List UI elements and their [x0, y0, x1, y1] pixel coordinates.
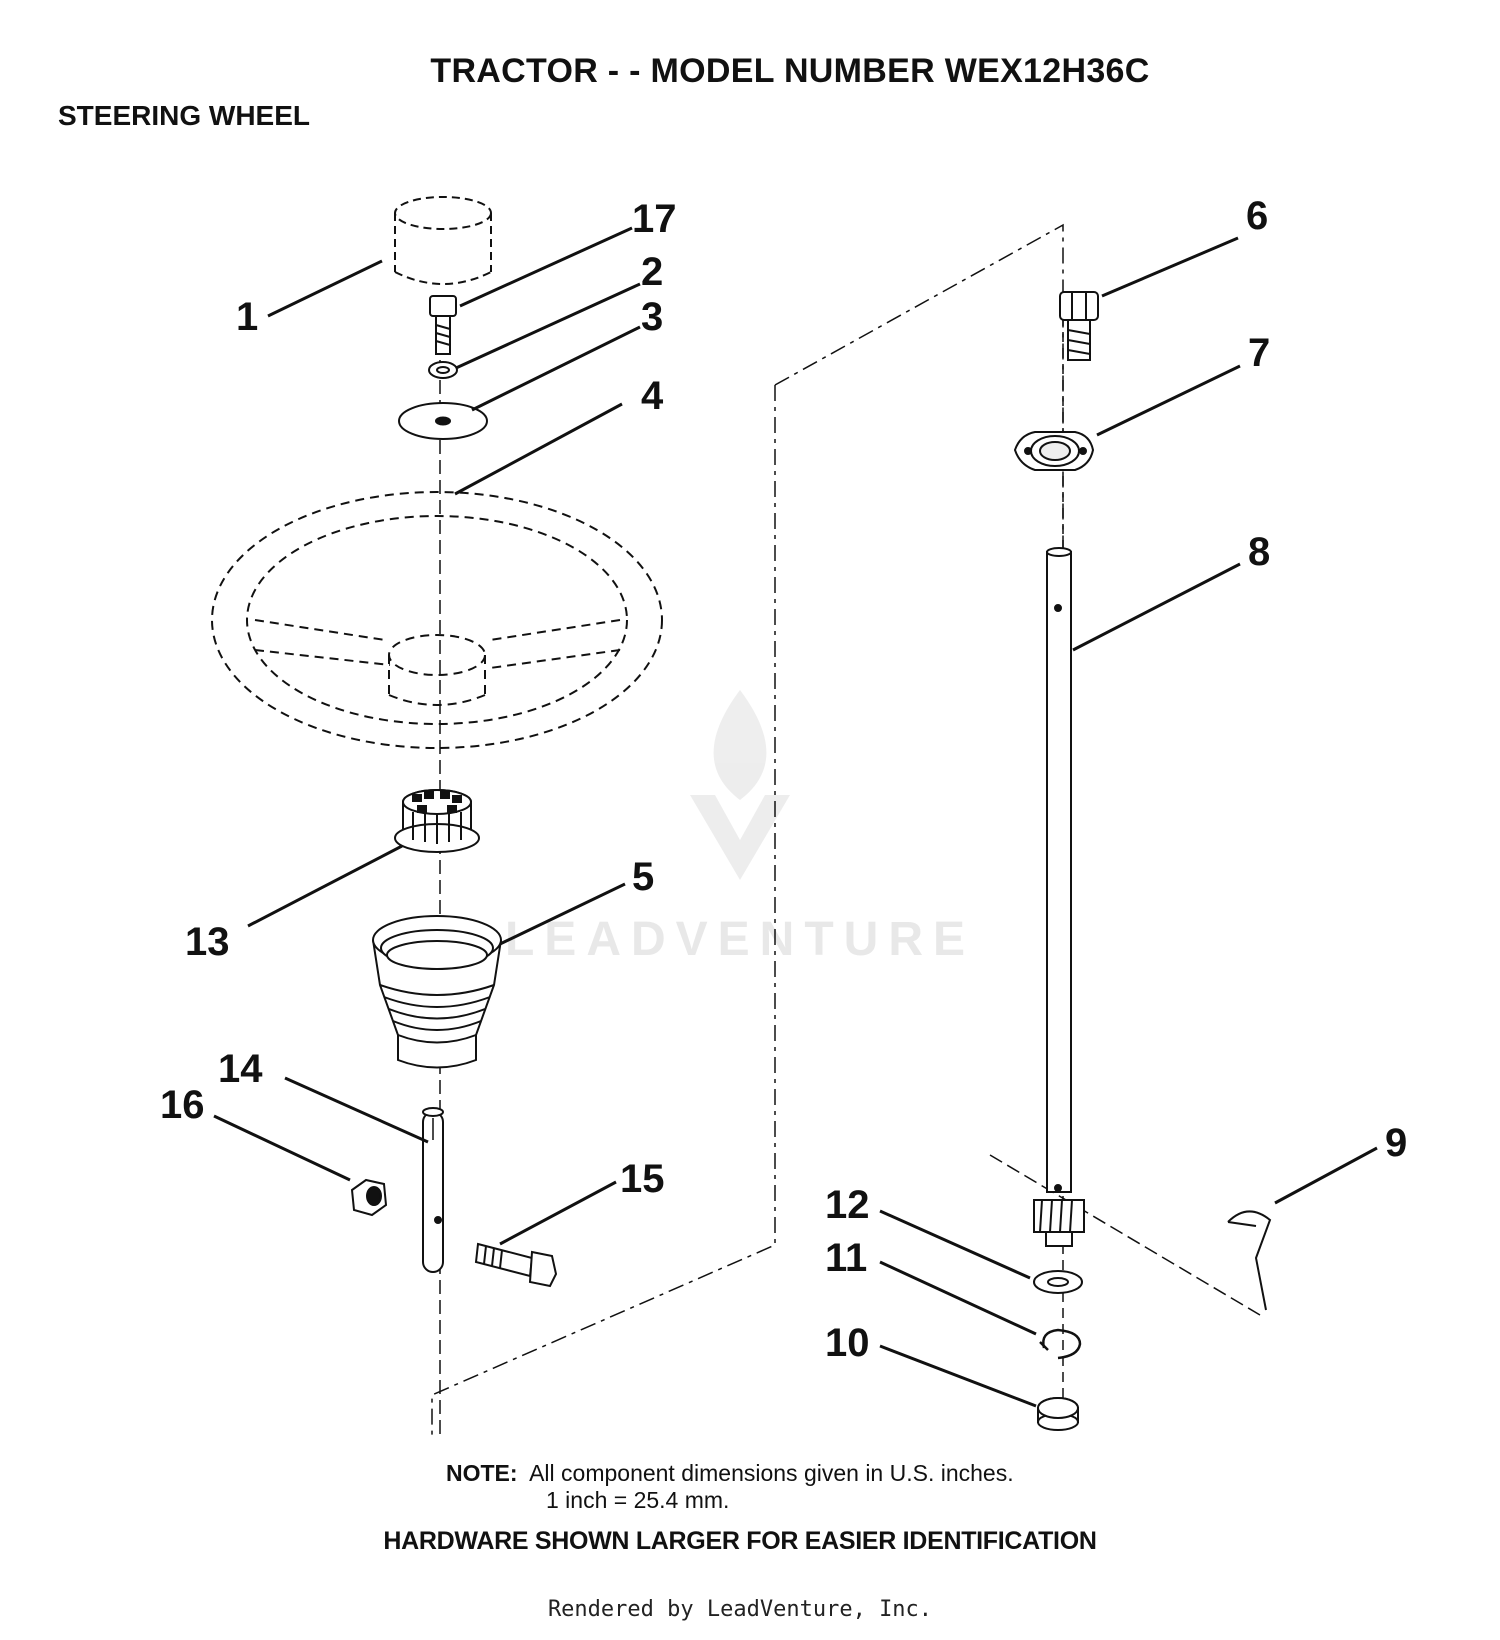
callout-10: 10	[825, 1321, 870, 1365]
callout-7: 7	[1248, 331, 1270, 375]
watermark-logo: LEADVENTURE	[505, 690, 975, 966]
part-bolt-top	[429, 295, 457, 355]
part-gear	[1033, 1199, 1085, 1247]
dimension-note: NOTE: All component dimensions given in …	[446, 1460, 1014, 1514]
part-bushing	[1037, 1397, 1079, 1431]
part-retaining-ring	[1039, 1328, 1082, 1360]
callout-8: 8	[1248, 530, 1270, 574]
callout-5: 5	[632, 855, 654, 899]
part-steering-wheel	[211, 491, 663, 749]
note-line-2: 1 inch = 25.4 mm.	[546, 1487, 730, 1513]
callout-6: 6	[1246, 194, 1268, 238]
callout-9: 9	[1385, 1121, 1407, 1165]
callout-12: 12	[825, 1183, 870, 1227]
part-hairpin	[1227, 1210, 1272, 1311]
callout-17: 17	[632, 197, 677, 241]
callout-15: 15	[620, 1157, 665, 1201]
footer-credit: Rendered by LeadVenture, Inc.	[547, 1597, 933, 1622]
part-flange-bearing	[1013, 431, 1095, 471]
part-long-shaft	[1046, 547, 1072, 1193]
diagram-subtitle: STEERING WHEEL	[58, 100, 311, 131]
callout-1: 1	[236, 295, 258, 339]
part-cap	[394, 196, 492, 285]
callout-16: 16	[160, 1083, 205, 1127]
part-spline-adapter	[394, 789, 480, 853]
part-flat-washer	[398, 402, 488, 440]
diagram-title: TRACTOR - - MODEL NUMBER WEX12H36C	[430, 52, 1150, 90]
part-bolt-side	[474, 1242, 558, 1288]
part-bolt-right	[1059, 291, 1099, 361]
callout-4: 4	[641, 374, 664, 418]
note-line-1: All component dimensions given in U.S. i…	[529, 1460, 1014, 1486]
note-label: NOTE:	[446, 1460, 518, 1486]
hardware-note: HARDWARE SHOWN LARGER FOR EASIER IDENTIF…	[383, 1527, 1097, 1555]
callout-2: 2	[641, 250, 663, 294]
watermark-text: LEADVENTURE	[505, 913, 975, 966]
callout-14: 14	[218, 1047, 263, 1091]
part-shaft	[422, 1107, 444, 1273]
callout-11: 11	[825, 1236, 867, 1280]
part-lock-washer	[428, 361, 458, 379]
callout-13: 13	[185, 920, 230, 964]
part-washer-lower	[1033, 1270, 1083, 1294]
part-boot	[372, 915, 502, 1069]
callout-3: 3	[641, 295, 663, 339]
part-nut	[350, 1178, 388, 1217]
